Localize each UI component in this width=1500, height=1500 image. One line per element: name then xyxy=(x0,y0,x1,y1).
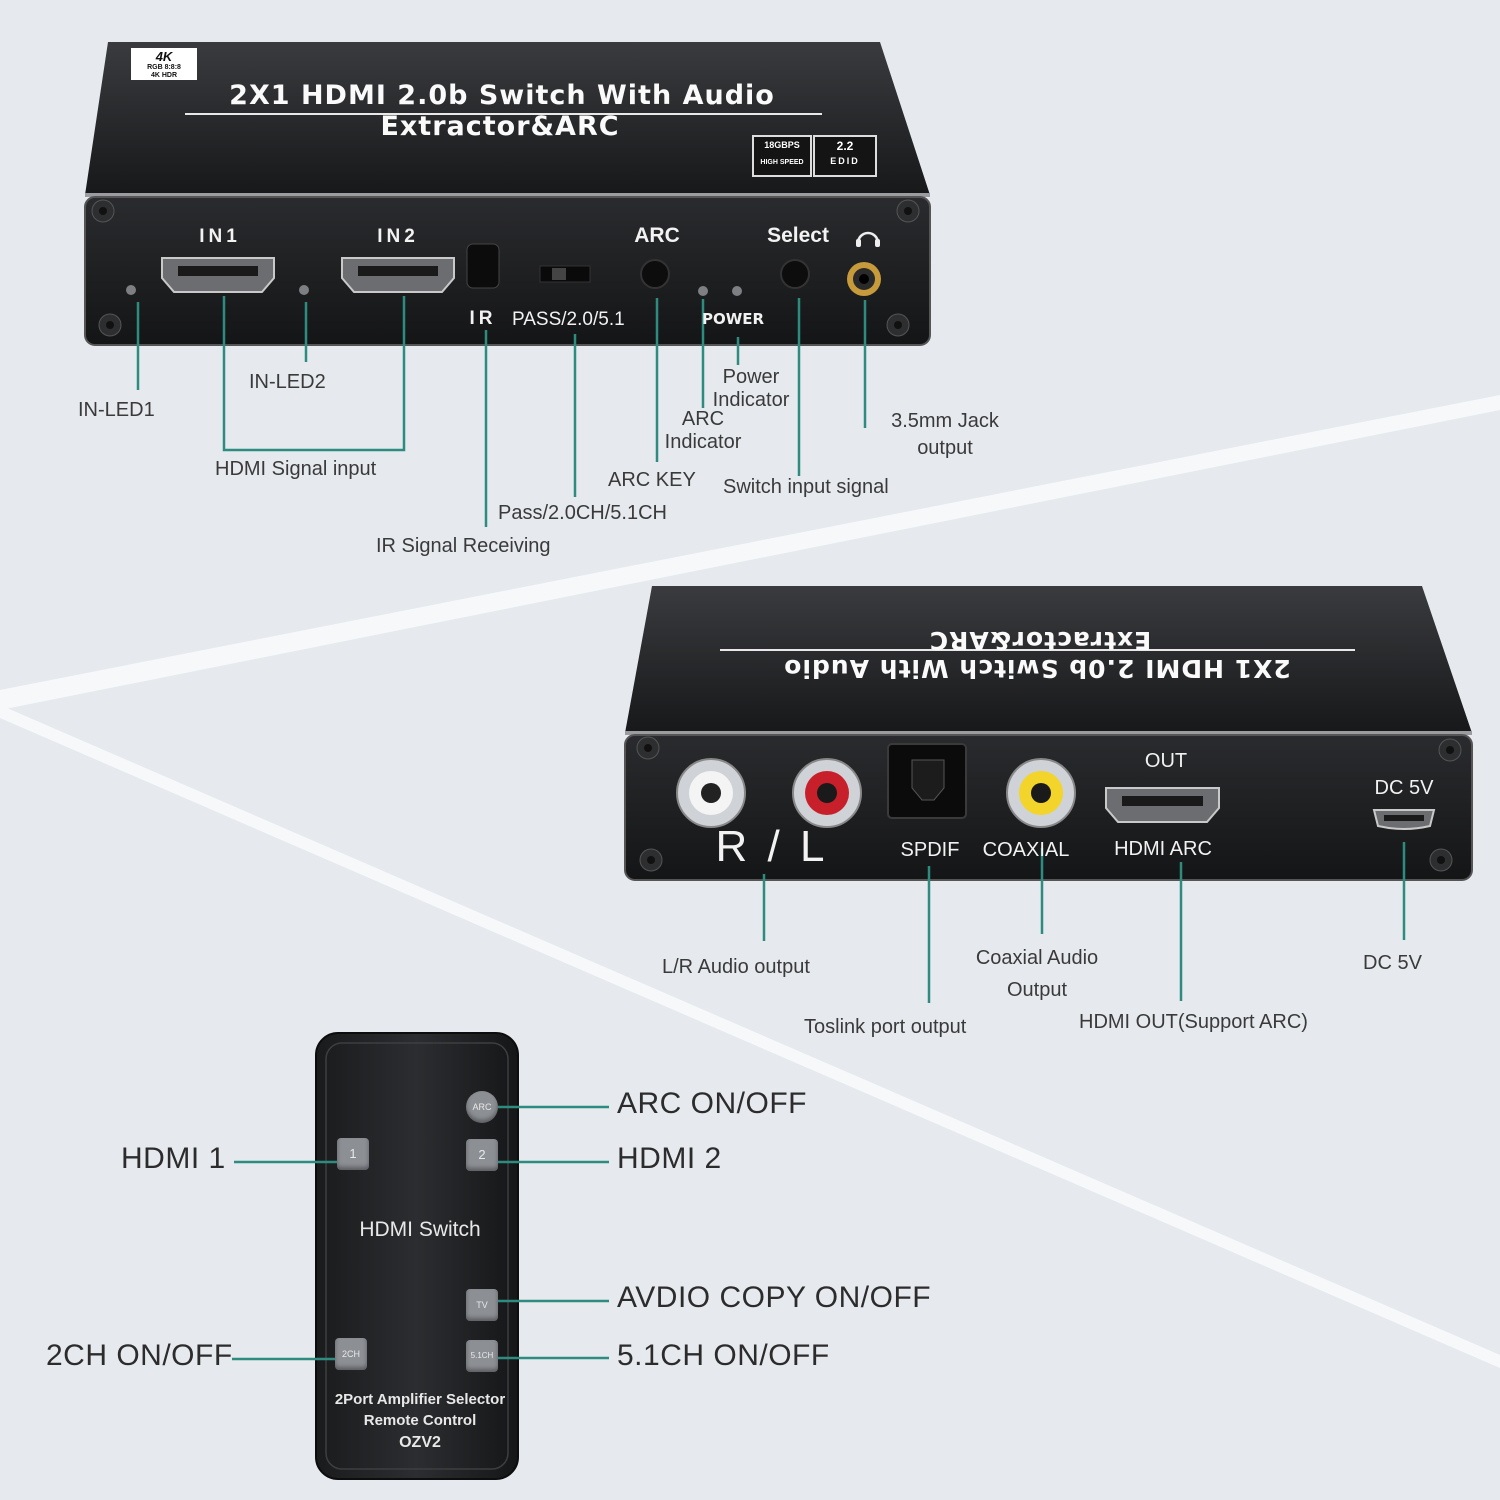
callout-51ch: 5.1CH ON/OFF xyxy=(617,1339,830,1372)
callout-dc: DC 5V xyxy=(1363,952,1422,974)
label-spdif: SPDIF xyxy=(900,839,960,861)
callout-hdmi-signal-input: HDMI Signal input xyxy=(215,458,377,480)
remote-footer-line2: Remote Control xyxy=(363,1412,477,1429)
label-pass: PASS/2.0/5.1 xyxy=(512,309,625,330)
label-hdmi-arc: HDMI ARC xyxy=(1114,838,1212,860)
light-streak xyxy=(0,705,1500,1368)
badge-edid-num-text: 2.2 xyxy=(836,139,854,153)
label-dc-5v: DC 5V xyxy=(1374,777,1434,799)
badge-edid-text: EDID xyxy=(830,156,860,167)
callout-hdmi2: HDMI 2 xyxy=(617,1142,722,1175)
badge-rgb-text: RGB 8:8:8 xyxy=(147,64,181,72)
remote-51ch-button[interactable]: 5.1CH xyxy=(466,1340,498,1372)
label-coaxial: COAXIAL xyxy=(982,839,1070,861)
callout-coaxial-line1: Coaxial Audio xyxy=(975,947,1099,969)
callout-jack-line2: output xyxy=(917,437,973,459)
badge-speed-text: 18GBPS xyxy=(764,140,800,150)
callout-power-indicator-line1: Power xyxy=(722,366,780,388)
rear-title-line1: 2X1 HDMI 2.0b Switch With Audio xyxy=(783,654,1291,683)
label-ir: IR xyxy=(469,308,497,329)
callout-in-led1: IN-LED1 xyxy=(78,399,155,421)
front-title-line1: 2X1 HDMI 2.0b Switch With Audio xyxy=(229,80,775,111)
callout-arc-indicator-line1: ARC xyxy=(681,408,725,430)
remote-leader-lines xyxy=(232,1105,609,1361)
rear-title-line2: Extractor&ARC xyxy=(928,626,1152,655)
callout-arc-key: ARC KEY xyxy=(608,469,696,491)
front-title-line2: Extractor&ARC xyxy=(380,111,620,142)
callout-hdmi-out: HDMI OUT(Support ARC) xyxy=(1079,1011,1308,1033)
label-out: OUT xyxy=(1144,750,1188,772)
label-rl: R / L xyxy=(715,822,829,871)
edid-badge: 2.2 EDID xyxy=(813,135,877,177)
callout-2ch: 2CH ON/OFF xyxy=(46,1339,233,1372)
remote-footer-line1: 2Port Amplifier Selector xyxy=(334,1391,506,1408)
callout-in-led2: IN-LED2 xyxy=(249,371,326,393)
callout-pass: Pass/2.0CH/5.1CH xyxy=(498,502,667,524)
callout-avdio-copy: AVDIO COPY ON/OFF xyxy=(617,1281,932,1314)
badge-hdr-text: 4K HDR xyxy=(150,71,178,79)
callout-lr-audio: L/R Audio output xyxy=(662,956,810,978)
remote-2ch-button[interactable]: 2CH xyxy=(335,1338,367,1370)
callout-ir-signal: IR Signal Receiving xyxy=(376,535,551,557)
callout-arc-onoff: ARC ON/OFF xyxy=(617,1087,807,1120)
callout-power-indicator-line2: Indicator xyxy=(712,389,790,411)
callout-jack-line1: 3.5mm Jack xyxy=(891,410,999,432)
callout-power-indicator: Power Indicator xyxy=(713,366,790,412)
port-label-in1: IN1 xyxy=(199,226,241,247)
callout-switch-input: Switch input signal xyxy=(723,476,889,498)
callout-toslink: Toslink port output xyxy=(804,1016,967,1038)
light-streak xyxy=(0,395,1500,710)
callout-coaxial-line2: Output xyxy=(1006,979,1068,1001)
port-label-in2: IN2 xyxy=(377,226,419,247)
remote-hdmi1-button[interactable]: 1 xyxy=(337,1138,369,1170)
callout-arc-indicator-line2: Indicator xyxy=(664,431,742,453)
rear-leader-lines xyxy=(762,842,1406,1003)
callout-jack: 3.5mm Jack output xyxy=(891,408,999,462)
callout-coaxial: Coaxial Audio Output xyxy=(976,942,1098,1006)
callout-hdmi1: HDMI 1 xyxy=(121,1142,226,1175)
remote-footer-line3: OZV2 xyxy=(399,1434,441,1451)
label-power: POWER xyxy=(701,310,765,328)
badge-4k-text: 4K xyxy=(155,49,173,64)
4k-hdr-badge: 4K RGB 8:8:8 4K HDR xyxy=(131,48,197,80)
remote-center-label: HDMI Switch xyxy=(359,1218,481,1241)
callout-arc-indicator: ARC Indicator xyxy=(665,408,742,454)
badge-highspeed-text: HIGH SPEED xyxy=(760,158,804,166)
label-select: Select xyxy=(767,224,829,247)
front-leader-lines xyxy=(136,296,867,527)
remote-arc-button[interactable]: ARC xyxy=(466,1091,498,1123)
rear-device xyxy=(624,586,1473,881)
remote-tv-button[interactable]: TV xyxy=(466,1289,498,1321)
front-device xyxy=(84,42,931,346)
remote-hdmi2-button[interactable]: 2 xyxy=(466,1139,498,1171)
label-arc: ARC xyxy=(634,224,680,247)
speed-badge: 18GBPS HIGH SPEED xyxy=(752,135,812,177)
